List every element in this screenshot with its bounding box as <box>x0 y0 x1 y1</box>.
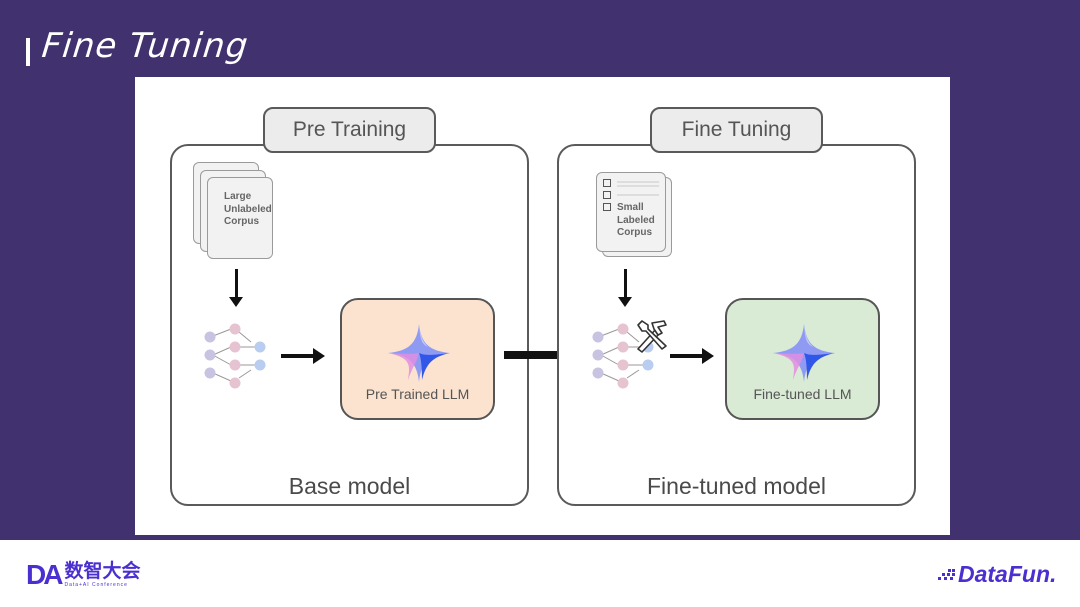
da-logo-mark: DA <box>26 559 63 590</box>
corpus-label-line: Labeled <box>617 214 655 226</box>
pre-trained-llm-box: Pre Trained LLM <box>340 298 495 420</box>
ai-sparkle-icon <box>773 324 835 382</box>
conference-name-en: Data+AI Conference <box>64 582 128 588</box>
fine-tuning-tab: Fine Tuning <box>650 107 823 153</box>
arrow-down-icon <box>618 269 632 307</box>
datafun-logo: DataFun. <box>938 561 1056 588</box>
corpus-label-line: Unlabeled <box>224 203 272 215</box>
neural-network-icon <box>204 323 266 389</box>
arrow-down-icon <box>229 269 243 307</box>
ai-sparkle-icon <box>388 324 450 382</box>
conference-name-cn: 数智大会 <box>64 561 141 582</box>
base-model-label: Base model <box>288 473 411 499</box>
fine-tuned-model-label: Fine-tuned model <box>647 473 826 499</box>
datafun-conference-logo: DA 数智大会 Data+AI Conference <box>26 559 141 590</box>
wrench-hammer-icon <box>637 320 667 353</box>
arrow-right-icon <box>670 348 714 364</box>
neural-network-icon <box>592 323 654 389</box>
corpus-label-line: Large <box>224 191 252 202</box>
pixel-dots-icon <box>938 568 955 580</box>
diagram-panel: Base model Pre Training Large Unlabeled … <box>135 77 950 535</box>
arrow-right-icon <box>281 348 325 364</box>
fine-tuned-llm-box: Fine-tuned LLM <box>725 298 880 420</box>
fine-tuned-llm-label: Fine-tuned LLM <box>753 386 852 402</box>
datafun-wordmark: DataFun. <box>958 561 1057 587</box>
corpus-label-line: Corpus <box>224 216 259 227</box>
pre-trained-llm-label: Pre Trained LLM <box>365 386 470 402</box>
slide-title: Fine Tuning <box>39 26 251 66</box>
pre-training-tab: Pre Training <box>263 107 436 153</box>
title-accent-bar <box>26 38 30 66</box>
corpus-label-line: Small <box>617 202 644 213</box>
corpus-label-line: Corpus <box>617 227 652 238</box>
